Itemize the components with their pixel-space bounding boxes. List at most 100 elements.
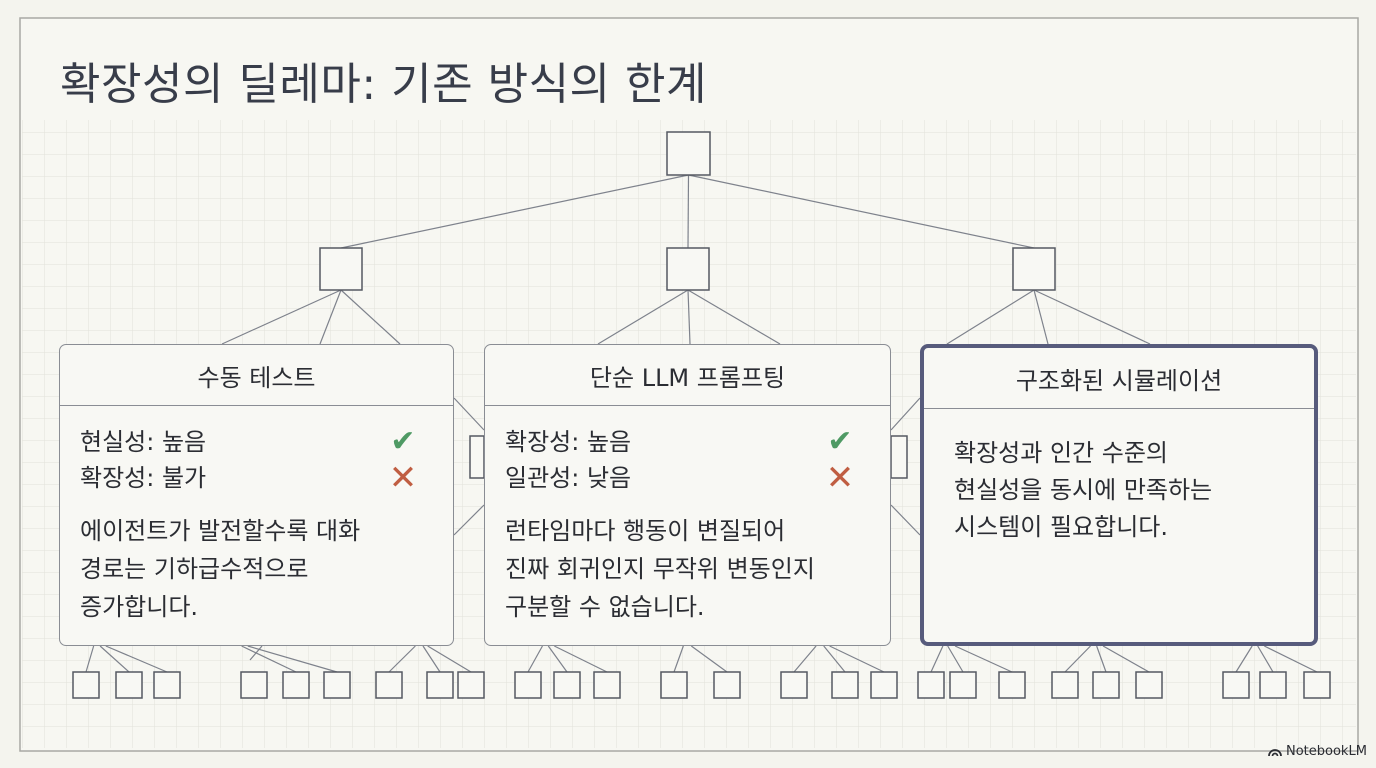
tree-link [673, 645, 684, 673]
tree-link [99, 645, 130, 673]
tree-link [453, 397, 485, 431]
tree-node [323, 671, 351, 699]
tree-link [930, 645, 944, 673]
tree-node [1012, 247, 1056, 291]
metric-label: 확장성: 높음 [505, 428, 632, 456]
tree-link [1102, 645, 1150, 673]
cross-icon: ✕ [825, 458, 855, 498]
tree-node [660, 671, 688, 699]
tree-link [946, 289, 1035, 345]
tree-link [422, 645, 441, 673]
description-line: 구분할 수 없습니다. [505, 593, 705, 621]
description-line: 현실성을 동시에 만족하는 [954, 476, 1213, 504]
tree-link [319, 289, 342, 345]
tree-link [85, 645, 95, 673]
tree-node [1222, 671, 1250, 699]
tree-link [340, 289, 401, 345]
tree-node [780, 671, 808, 699]
notebooklm-logo-icon [1268, 749, 1282, 757]
tree-link [388, 645, 416, 673]
tree-node [553, 671, 581, 699]
tree-node [1259, 671, 1287, 699]
tree-node [1303, 671, 1331, 699]
notebooklm-watermark: NotebookLM [1268, 744, 1367, 759]
page-title: 확장성의 딜레마: 기존 방식의 한계 [60, 59, 707, 110]
tree-link [1264, 645, 1318, 673]
tree-link [1096, 645, 1107, 673]
tree-link [829, 645, 885, 673]
tree-node [153, 671, 181, 699]
description-line: 확장성과 인간 수준의 [954, 439, 1168, 467]
card-header: 수동 테스트 [60, 345, 453, 406]
tree-link [1033, 289, 1151, 345]
cross-icon: ✕ [388, 458, 418, 498]
card-description: 에이전트가 발전할수록 대화 경로는 기하급수적으로 증가합니다. [80, 512, 433, 626]
tree-link [1235, 645, 1253, 673]
card-simple-llm-prompting: 단순 LLM 프롬프팅 확장성: 높음 ✔ 일관성: 낮음 ✕ 런타임마다 행동… [484, 344, 891, 646]
description-line: 런타임마다 행동이 변질되어 [505, 517, 786, 545]
tree-node [1051, 671, 1079, 699]
tree-link [688, 174, 1035, 249]
tree-node [831, 671, 859, 699]
metric-label: 현실성: 높음 [80, 428, 207, 456]
tree-link [1257, 645, 1274, 673]
tree-node [426, 671, 454, 699]
tree-link [954, 645, 1013, 673]
tree-node [469, 435, 485, 479]
tree-link [453, 504, 485, 536]
metric-row: 일관성: 낮음 ✕ [505, 460, 870, 496]
tree-link [597, 289, 689, 345]
check-icon: ✔ [827, 424, 853, 459]
metric-row: 확장성: 불가 ✕ [80, 460, 433, 496]
tree-node [1135, 671, 1163, 699]
tree-link [793, 645, 817, 673]
tree-link [249, 645, 263, 661]
tree-node [1092, 671, 1120, 699]
description-line: 증가합니다. [80, 593, 199, 621]
tree-nodes [72, 131, 1331, 699]
metric-label: 확장성: 불가 [80, 464, 207, 492]
card-header: 구조화된 시뮬레이션 [924, 348, 1314, 409]
tree-link [340, 174, 689, 249]
description-line: 에이전트가 발전할수록 대화 [80, 517, 361, 545]
description-line: 시스템이 필요합니다. [954, 513, 1168, 541]
tree-node [998, 671, 1026, 699]
check-icon: ✔ [390, 424, 416, 459]
tree-link [687, 289, 781, 345]
card-header: 단순 LLM 프롬프팅 [485, 345, 890, 406]
tree-link [554, 645, 608, 673]
tree-link [687, 174, 690, 249]
tree-node [870, 671, 898, 699]
description-line: 진짜 회귀인지 무작위 변동인지 [505, 555, 815, 583]
tree-link [947, 645, 964, 673]
tree-links [85, 174, 1318, 673]
tree-link [890, 504, 921, 536]
tree-node [666, 247, 710, 291]
tree-node [240, 671, 268, 699]
tree-node [666, 131, 711, 176]
tree-link [221, 289, 342, 345]
card-manual-test: 수동 테스트 현실성: 높음 ✔ 확장성: 불가 ✕ 에이전트가 발전할수록 대… [59, 344, 454, 646]
card-structured-simulation: 구조화된 시뮬레이션 확장성과 인간 수준의 현실성을 동시에 만족하는 시스템… [920, 344, 1318, 646]
tree-node [917, 671, 945, 699]
card-description: 런타임마다 행동이 변질되어 진짜 회귀인지 무작위 변동인지 구분할 수 없습… [505, 512, 870, 626]
tree-node [282, 671, 310, 699]
metric-label: 일관성: 낮음 [505, 464, 632, 492]
tree-link [1064, 645, 1091, 673]
metric-row: 확장성: 높음 ✔ [505, 424, 870, 460]
tree-link [105, 645, 168, 673]
tree-link [687, 289, 691, 345]
tree-link [247, 645, 338, 673]
tree-link [823, 645, 846, 673]
card-description: 확장성과 인간 수준의 현실성을 동시에 만족하는 시스템이 필요합니다. [954, 435, 1284, 546]
tree-link [427, 645, 472, 673]
tree-link [241, 645, 297, 673]
tree-link [1033, 289, 1049, 345]
tree-node [713, 671, 741, 699]
watermark-text: NotebookLM [1286, 744, 1367, 759]
tree-node [949, 671, 977, 699]
tree-node [890, 435, 908, 479]
description-line: 경로는 기하급수적으로 [80, 555, 309, 583]
tree-node [115, 671, 143, 699]
